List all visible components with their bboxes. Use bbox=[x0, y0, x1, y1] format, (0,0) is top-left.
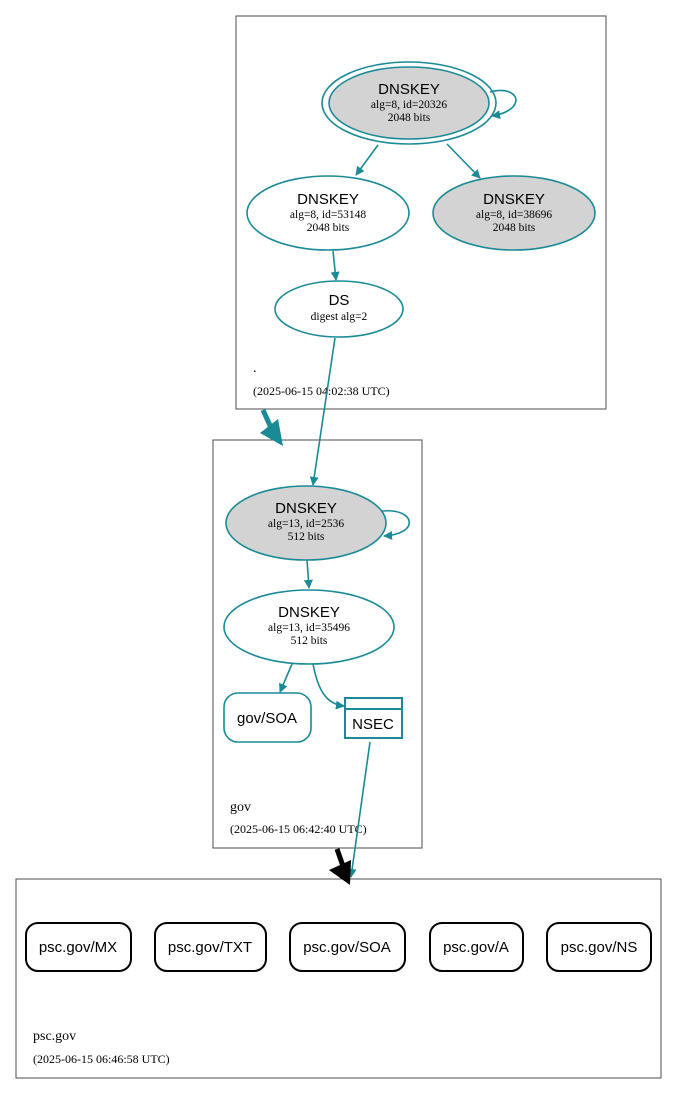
root-zsk1-detail: alg=8, id=53148 bbox=[290, 209, 366, 221]
edges bbox=[279, 89, 517, 878]
gov-soa-shape bbox=[223, 692, 312, 743]
gov-ksk-size: 512 bits bbox=[288, 531, 325, 543]
zone-gov-name: gov bbox=[230, 800, 251, 815]
root-zsk1-size: 2048 bits bbox=[307, 222, 350, 234]
zone-gov-timestamp: (2025-06-15 06:42:40 UTC) bbox=[230, 822, 367, 836]
psc-record-soa-shape bbox=[289, 922, 406, 972]
zone-psc-box bbox=[15, 878, 662, 1079]
gov-ds-detail: digest alg=2 bbox=[311, 311, 368, 323]
root-ksk-outer-ring bbox=[321, 61, 497, 145]
psc-record[interactable]: psc.gov/SOA bbox=[289, 922, 406, 972]
edge-gov-zsk-nsec bbox=[312, 663, 345, 710]
psc-record[interactable]: psc.gov/TXT bbox=[154, 922, 267, 972]
edge-gov-ksk-self bbox=[381, 510, 411, 541]
edge-root-ksk-self bbox=[489, 89, 517, 120]
gov-ds-type: DS bbox=[329, 292, 350, 309]
psc-record[interactable]: psc.gov/NS bbox=[546, 922, 652, 972]
root-ksk-shape bbox=[328, 66, 490, 140]
edge-root-ksk-zsk2 bbox=[446, 143, 481, 179]
root-zsk2-shape bbox=[432, 175, 596, 251]
edge-gov-ksk-zsk bbox=[303, 559, 313, 589]
node-gov-zsk[interactable]: DNSKEY alg=13, id=35496 512 bits bbox=[223, 589, 395, 665]
root-ksk-size: 2048 bits bbox=[388, 112, 431, 124]
gov-nsec-shape bbox=[344, 697, 403, 739]
psc-record-mx-shape bbox=[25, 922, 132, 972]
gov-nsec-label: NSEC bbox=[352, 716, 394, 733]
edge-nsec-psc bbox=[347, 741, 371, 878]
root-zsk1-shape bbox=[246, 175, 410, 251]
delegation-gov-psc bbox=[329, 848, 351, 885]
psc-record-ns-label: psc.gov/NS bbox=[561, 939, 638, 956]
psc-record-a-label: psc.gov/A bbox=[443, 939, 509, 956]
zone-psc: psc.gov (2025-06-15 06:46:58 UTC) bbox=[15, 878, 662, 1079]
gov-zsk-size: 512 bits bbox=[291, 635, 328, 647]
psc-record[interactable]: psc.gov/A bbox=[429, 922, 524, 972]
zone-root-timestamp: (2025-06-15 04:02:38 UTC) bbox=[253, 384, 390, 398]
psc-record-soa-label: psc.gov/SOA bbox=[303, 939, 391, 956]
gov-ksk-shape bbox=[225, 485, 387, 561]
edge-gov-zsk-soa bbox=[279, 663, 293, 693]
delegation-root-gov bbox=[260, 408, 283, 446]
gov-soa-label: gov/SOA bbox=[237, 710, 297, 727]
root-zsk2-detail: alg=8, id=38696 bbox=[476, 209, 552, 221]
gov-ksk-detail: alg=13, id=2536 bbox=[268, 518, 344, 530]
delegation-gov-psc-head bbox=[329, 860, 351, 885]
zone-psc-timestamp: (2025-06-15 06:46:58 UTC) bbox=[33, 1052, 170, 1066]
root-zsk1-type: DNSKEY bbox=[297, 191, 359, 208]
psc-record-txt-shape bbox=[154, 922, 267, 972]
psc-records: psc.gov/MX psc.gov/TXT psc.gov/SOA psc.g… bbox=[25, 922, 652, 972]
psc-record-mx-label: psc.gov/MX bbox=[39, 939, 117, 956]
gov-ds-shape bbox=[274, 280, 404, 338]
zone-root-name: . bbox=[253, 361, 257, 376]
gov-zsk-type: DNSKEY bbox=[278, 604, 340, 621]
node-gov-ksk[interactable]: DNSKEY alg=13, id=2536 512 bits bbox=[225, 485, 387, 561]
edge-root-zsk1-ds bbox=[330, 250, 340, 281]
edge-root-ksk-zsk1 bbox=[355, 144, 379, 176]
node-gov-soa[interactable]: gov/SOA bbox=[223, 692, 312, 743]
gov-ksk-type: DNSKEY bbox=[275, 500, 337, 517]
root-ksk-type: DNSKEY bbox=[378, 81, 440, 98]
psc-record[interactable]: psc.gov/MX bbox=[25, 922, 132, 972]
root-ksk-detail: alg=8, id=20326 bbox=[371, 99, 447, 111]
delegation-root-gov-head bbox=[260, 419, 283, 446]
root-zsk2-size: 2048 bits bbox=[493, 222, 536, 234]
edge-ds-gov-ksk bbox=[309, 337, 336, 486]
node-gov-nsec[interactable]: NSEC bbox=[344, 697, 403, 739]
root-zsk2-type: DNSKEY bbox=[483, 191, 545, 208]
psc-record-a-shape bbox=[429, 922, 524, 972]
gov-zsk-shape bbox=[223, 589, 395, 665]
zone-psc-name: psc.gov bbox=[33, 1029, 76, 1044]
node-gov-ds[interactable]: DS digest alg=2 bbox=[274, 280, 404, 338]
delegation-gov-psc-shaft bbox=[334, 848, 346, 867]
node-root-zsk2[interactable]: DNSKEY alg=8, id=38696 2048 bits bbox=[432, 175, 596, 251]
psc-record-txt-label: psc.gov/TXT bbox=[168, 939, 252, 956]
node-root-zsk1[interactable]: DNSKEY alg=8, id=53148 2048 bits bbox=[246, 175, 410, 251]
psc-record-ns-shape bbox=[546, 922, 652, 972]
node-root-ksk[interactable]: DNSKEY alg=8, id=20326 2048 bits bbox=[321, 61, 497, 145]
gov-zsk-detail: alg=13, id=35496 bbox=[268, 622, 350, 634]
